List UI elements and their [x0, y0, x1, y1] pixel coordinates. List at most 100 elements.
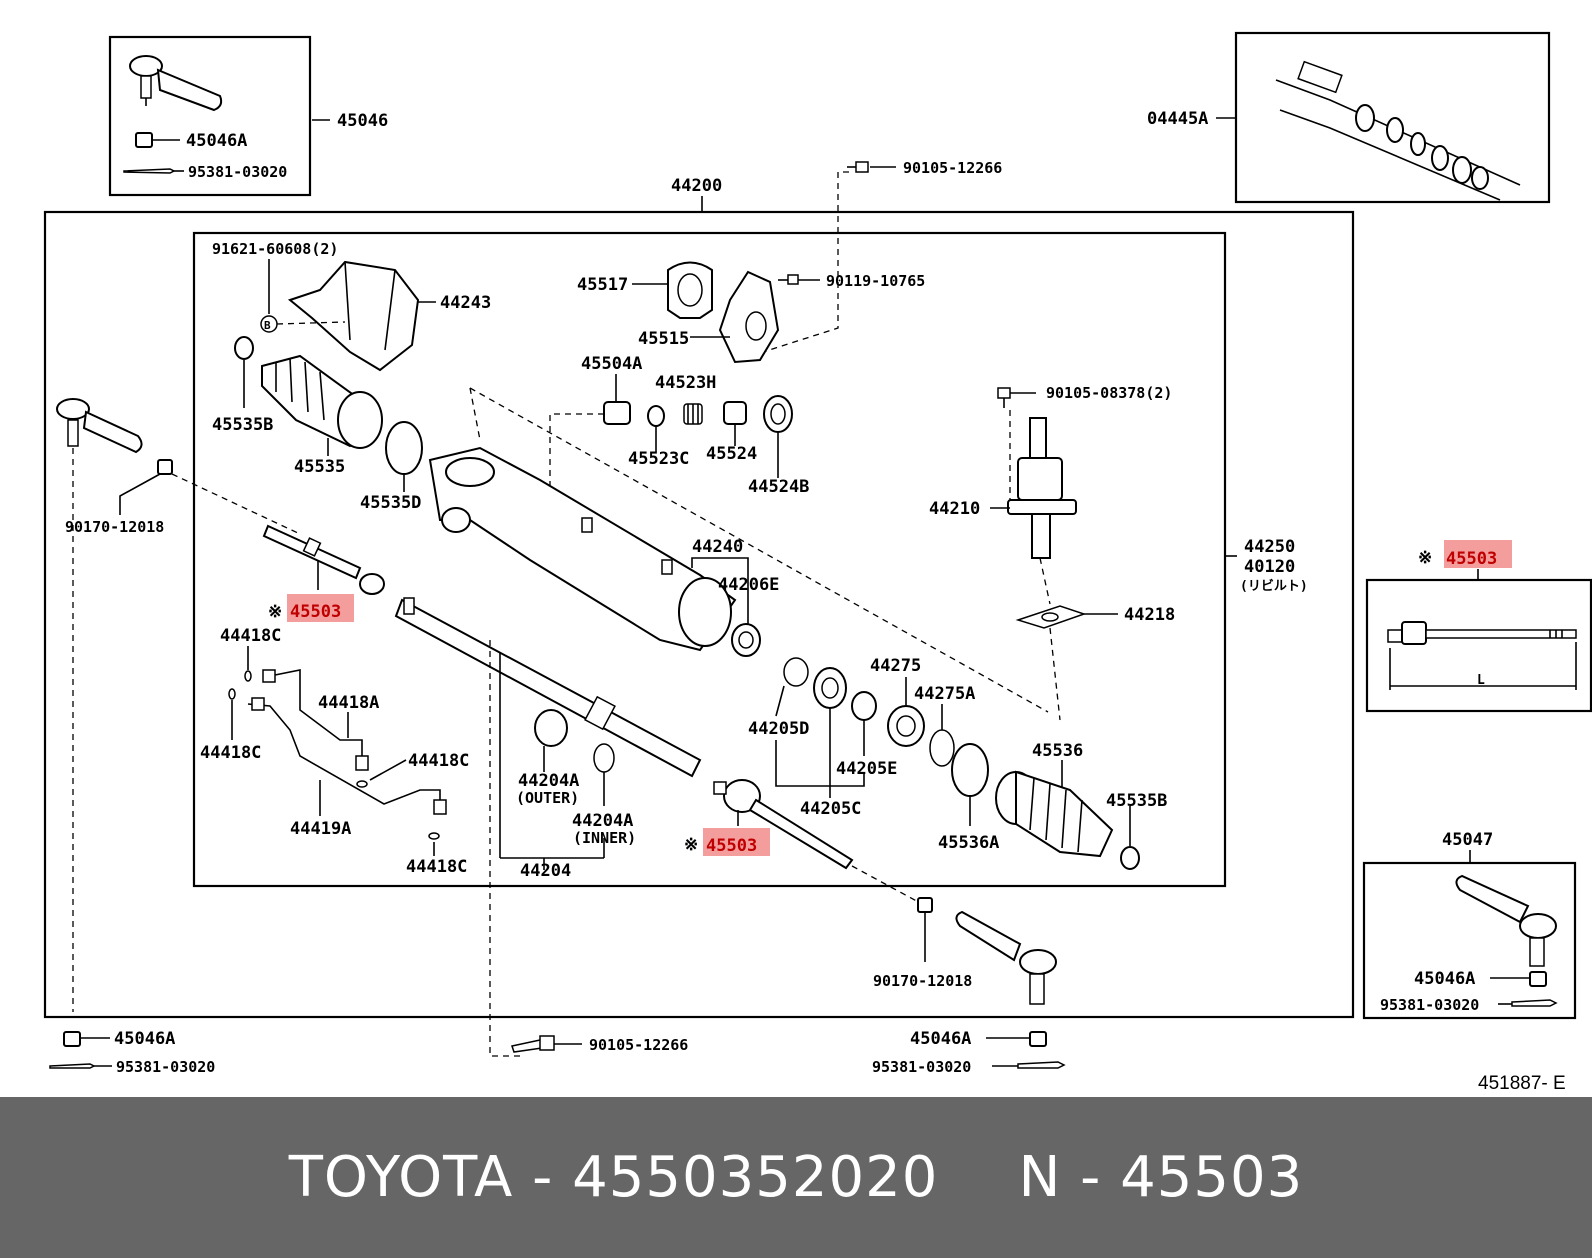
footer-catalog-code: N - 45503 — [1018, 1145, 1304, 1210]
nut-45046a-bl-icon — [63, 1031, 81, 1047]
label-04445a: 04445A — [1147, 109, 1208, 129]
label-45536a: 45536A — [938, 833, 999, 853]
cotter-pin-right-icon — [1511, 999, 1558, 1007]
bolt-90119-icon — [778, 274, 799, 285]
label-44275: 44275 — [870, 656, 921, 676]
label-45524: 45524 — [706, 444, 757, 464]
label-45046: 45046 — [337, 111, 388, 131]
label-44205e: 44205E — [836, 759, 897, 779]
bracket-45515-icon — [718, 270, 780, 364]
label-95381-bc: 95381-03020 — [872, 1058, 971, 1076]
label-45503-left: 45503 — [290, 602, 341, 622]
label-44210: 44210 — [929, 499, 980, 519]
locknut-icon — [763, 395, 793, 433]
label-44205d: 44205D — [748, 719, 809, 739]
boot-left-icon — [261, 354, 383, 449]
pinion-valve-icon — [1007, 417, 1077, 559]
bracket-45517-icon — [667, 261, 713, 319]
label-45535b-left: 45535B — [212, 415, 273, 435]
bolt-icon — [847, 161, 869, 173]
boot-right-icon — [995, 770, 1114, 858]
label-44523h: 44523H — [655, 373, 716, 393]
boot-clamp-45536a-icon — [951, 743, 989, 797]
label-44204: 44204 — [520, 861, 571, 881]
label-44218: 44218 — [1124, 605, 1175, 625]
boot-clamp-45535d-icon — [385, 421, 423, 475]
label-44275a: 44275A — [914, 684, 975, 704]
pressure-tube-icon — [247, 669, 447, 815]
label-40120: 40120 — [1244, 557, 1295, 577]
label-45523c: 45523C — [628, 449, 689, 469]
dust-cover-icon — [287, 260, 420, 372]
tie-rod-end-left-icon — [56, 398, 143, 454]
spring-icon — [683, 403, 703, 425]
label-44418a: 44418A — [318, 693, 379, 713]
label-44204a-outer: 44204A — [518, 771, 579, 791]
circle-b-letter: B — [264, 319, 271, 332]
label-44418c-4: 44418C — [406, 857, 467, 877]
adjusting-screw-icon — [723, 401, 747, 425]
inset-box-45046 — [108, 35, 312, 197]
nut-icon — [135, 132, 153, 148]
tie-rod-end-right-icon — [955, 910, 1057, 1005]
label-44240: 44240 — [692, 537, 743, 557]
nut-45046a-right-icon — [1529, 971, 1547, 987]
bushing-44206e-icon — [731, 623, 761, 657]
bushing-small-icon — [851, 691, 877, 721]
label-95381-tl: 95381-03020 — [188, 163, 287, 181]
label-45504a: 45504A — [581, 354, 642, 374]
label-95381-right: 95381-03020 — [1380, 996, 1479, 1014]
label-45515: 45515 — [638, 329, 689, 349]
inner-tie-rod-inset-icon — [1387, 621, 1577, 645]
label-44418c-1: 44418C — [220, 626, 281, 646]
label-44205c: 44205C — [800, 799, 861, 819]
ring-44205d-icon — [783, 657, 809, 687]
label-91621: 91621-60608(2) — [212, 240, 338, 258]
label-45046a-tl: 45046A — [186, 131, 247, 151]
bushing-44275-icon — [887, 705, 925, 747]
label-90105-12266-top: 90105-12266 — [903, 159, 1002, 177]
cotter-pin-bl-icon — [49, 1063, 96, 1069]
label-45517: 45517 — [577, 275, 628, 295]
label-44419a: 44419A — [290, 819, 351, 839]
label-45046a-right: 45046A — [1414, 969, 1475, 989]
ring-44204a-inner-icon — [593, 743, 615, 773]
label-outer: (OUTER) — [516, 789, 579, 807]
label-90105-12266-bottom: 90105-12266 — [589, 1036, 688, 1054]
label-rebuilt: (リビルト) — [1240, 578, 1308, 594]
gear-housing-seal-kit-icon — [1275, 60, 1521, 201]
inset-box-45503 — [1365, 578, 1592, 713]
steering-rack-exploded-view: 45046 45046A 95381-03020 04445A 44200 90… — [43, 31, 1592, 1094]
highlight-45503-left — [287, 594, 354, 622]
highlight-45503-inset — [1444, 540, 1512, 568]
footer-bar: TOYOTA - 4550352020 N - 45503 — [0, 1097, 1592, 1258]
label-dimension-l: L — [1477, 673, 1485, 688]
snap-ring-44275a-icon — [929, 729, 955, 767]
label-44250: 44250 — [1244, 537, 1295, 557]
label-44524b: 44524B — [748, 477, 809, 497]
o-ring-icon — [228, 670, 440, 840]
mark-45503-left: ※ — [268, 602, 282, 622]
bushing-44204a-outer-icon — [534, 709, 568, 747]
label-90119: 90119-10765 — [826, 272, 925, 290]
inner-tie-rod-left-icon — [262, 524, 385, 595]
label-45536: 45536 — [1032, 741, 1083, 761]
tie-rod-end-inset-icon — [1455, 874, 1557, 967]
outer-frame-44200 — [43, 210, 1355, 1019]
label-44204a-inner: 44204A — [572, 811, 633, 831]
reference-code: 451887- E — [1478, 1073, 1566, 1094]
rack-housing-icon — [428, 446, 737, 652]
label-44206e: 44206E — [718, 575, 779, 595]
label-45046a-bl: 45046A — [114, 1029, 175, 1049]
nut-45046a-bc-icon — [1029, 1031, 1047, 1047]
label-95381-bl: 95381-03020 — [116, 1058, 215, 1076]
boot-clamp-left-icon — [234, 336, 254, 360]
label-45503-inset: 45503 — [1446, 549, 1497, 569]
nut-90170-left-icon — [157, 459, 173, 475]
label-45503-right: 45503 — [706, 836, 757, 856]
label-45535b-right: 45535B — [1106, 791, 1167, 811]
label-90170-left: 90170-12018 — [65, 518, 164, 536]
label-45535d: 45535D — [360, 493, 421, 513]
label-45046a-bc: 45046A — [910, 1029, 971, 1049]
highlight-45503-right — [703, 828, 770, 856]
